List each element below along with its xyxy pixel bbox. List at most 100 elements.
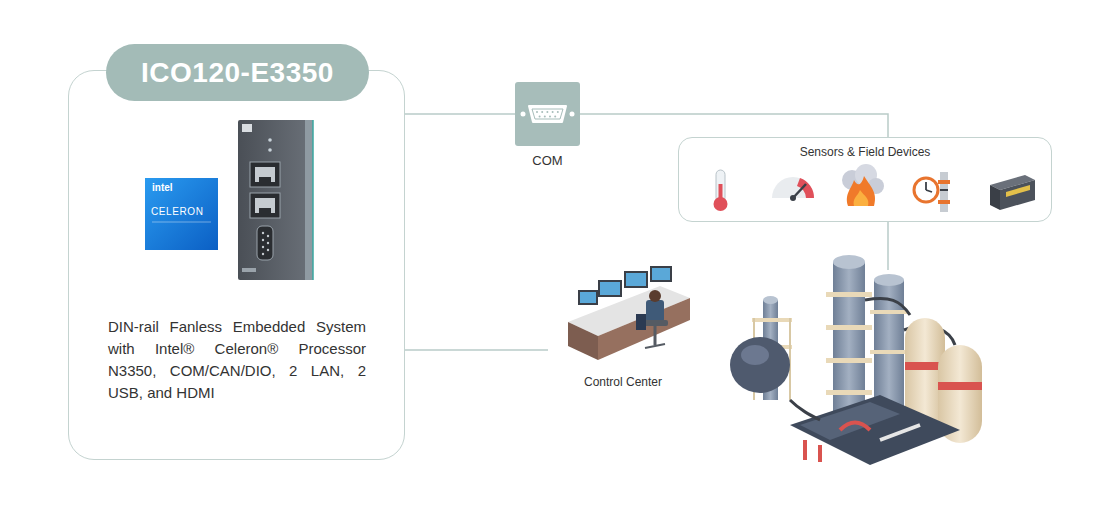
din-rail-device (238, 120, 313, 280)
control-center-illustration (650, 266, 672, 282)
connector-line (405, 349, 548, 351)
industrial-plant-illustration (833, 255, 865, 269)
industrial-plant-illustration (865, 299, 910, 315)
control-center-illustration (649, 290, 661, 302)
gauge-icon (772, 177, 814, 201)
industrial-plant-illustration (730, 255, 982, 465)
db9-screw (521, 112, 526, 117)
industrial-plant-illustration (870, 310, 908, 314)
industrial-plant-illustration (840, 423, 870, 431)
din-rail-device (267, 235, 269, 237)
gauge-icon (790, 195, 796, 201)
industrial-plant-illustration (826, 292, 872, 297)
product-description: DIN-rail Fanless Embedded System with In… (108, 316, 366, 404)
db9-pin (557, 111, 559, 113)
control-center-illustration (580, 292, 596, 303)
din-rail-device (259, 177, 271, 182)
db9-pin (544, 116, 546, 118)
control-center-illustration (600, 282, 620, 295)
industrial-plant-illustration (870, 350, 908, 354)
control-center-illustration (654, 326, 657, 345)
din-rail-device (267, 242, 269, 244)
field-device-icon (990, 175, 1035, 210)
din-rail-device (305, 120, 313, 280)
connector-line (580, 114, 888, 137)
thermometer-icon (714, 170, 728, 211)
product-title: ICO120-E3350 (106, 44, 369, 101)
control-center-illustration (598, 280, 622, 297)
db9-pin (552, 111, 554, 113)
db9-connector (532, 109, 563, 119)
industrial-plant-illustration (826, 358, 872, 363)
control-center-illustration (624, 271, 648, 288)
field-device-icon (1000, 180, 1035, 210)
control-center-illustration (578, 290, 598, 305)
din-rail-device (250, 162, 280, 187)
field-device-icon (1006, 185, 1030, 197)
com-port-icon (515, 82, 580, 146)
control-center-illustration (626, 273, 646, 286)
control-center: Control Center (548, 262, 698, 394)
industrial-plant-illustration (800, 402, 900, 440)
db9-screw (570, 112, 575, 117)
control-center-label: Control Center (548, 375, 698, 389)
db9-pin (546, 111, 548, 113)
db9-pin (536, 111, 538, 113)
industrial-plant-illustration (752, 318, 792, 322)
db9-connector (529, 106, 566, 122)
industrial-plant-illustration (790, 395, 960, 465)
din-rail-device (257, 226, 273, 260)
product-panel: ICO120-E3350DIN-rail Fanless Embedded Sy… (68, 70, 405, 460)
control-center-illustration (646, 300, 664, 322)
control-center-illustration (645, 344, 665, 348)
flame-icon (854, 190, 869, 206)
db9-pin (549, 116, 551, 118)
din-rail-device (262, 246, 264, 248)
din-rail-device (238, 120, 313, 280)
din-rail-device (242, 268, 256, 272)
celeron-logo (152, 222, 211, 223)
control-center-illustration (568, 266, 690, 360)
industrial-plant-illustration (826, 390, 872, 395)
industrial-plant-illustration (826, 325, 872, 330)
gauge-icon (772, 177, 814, 198)
din-rail-device (255, 167, 275, 182)
din-rail-device (268, 138, 272, 142)
connector-line (405, 113, 515, 115)
celeron-logo (145, 178, 218, 250)
din-rail-device (262, 239, 264, 241)
com-label: COM (495, 153, 600, 168)
industrial-plant-illustration (874, 274, 904, 286)
pipe-gauge-icon (938, 180, 950, 184)
control-center-illustration (652, 268, 670, 280)
din-rail-device (250, 193, 280, 218)
din-rail-device (259, 208, 271, 213)
com-port-box: COM (515, 82, 580, 146)
din-rail-device (268, 148, 272, 152)
thermometer-icon (714, 197, 728, 211)
control-center-illustration (636, 314, 646, 330)
industrial-plant-illustration (805, 440, 820, 462)
field-wire (887, 222, 889, 270)
pipe-gauge-icon (938, 200, 950, 204)
db9-pin (554, 116, 556, 118)
din-rail-device (267, 249, 269, 251)
field-device-icon (990, 185, 1000, 210)
flame-icon (842, 164, 884, 206)
pipe-gauge-icon (914, 172, 950, 212)
sensors-title: Sensors & Field Devices (679, 145, 1051, 159)
flame-icon (847, 176, 875, 206)
logo-product: CELERON (151, 206, 204, 217)
din-rail-device (312, 120, 314, 280)
control-center-illustration (568, 322, 598, 360)
gauge-icon (797, 178, 814, 198)
pipe-gauge-icon (940, 172, 948, 212)
din-rail-device (255, 198, 275, 213)
din-rail-device (262, 253, 264, 255)
industrial-plant-illustration (730, 337, 790, 393)
industrial-plant-illustration (938, 382, 982, 390)
pipe-gauge-icon (940, 189, 948, 191)
sensors-panel: Sensors & Field Devices (678, 137, 1052, 222)
pipe-gauge-icon (926, 190, 932, 192)
